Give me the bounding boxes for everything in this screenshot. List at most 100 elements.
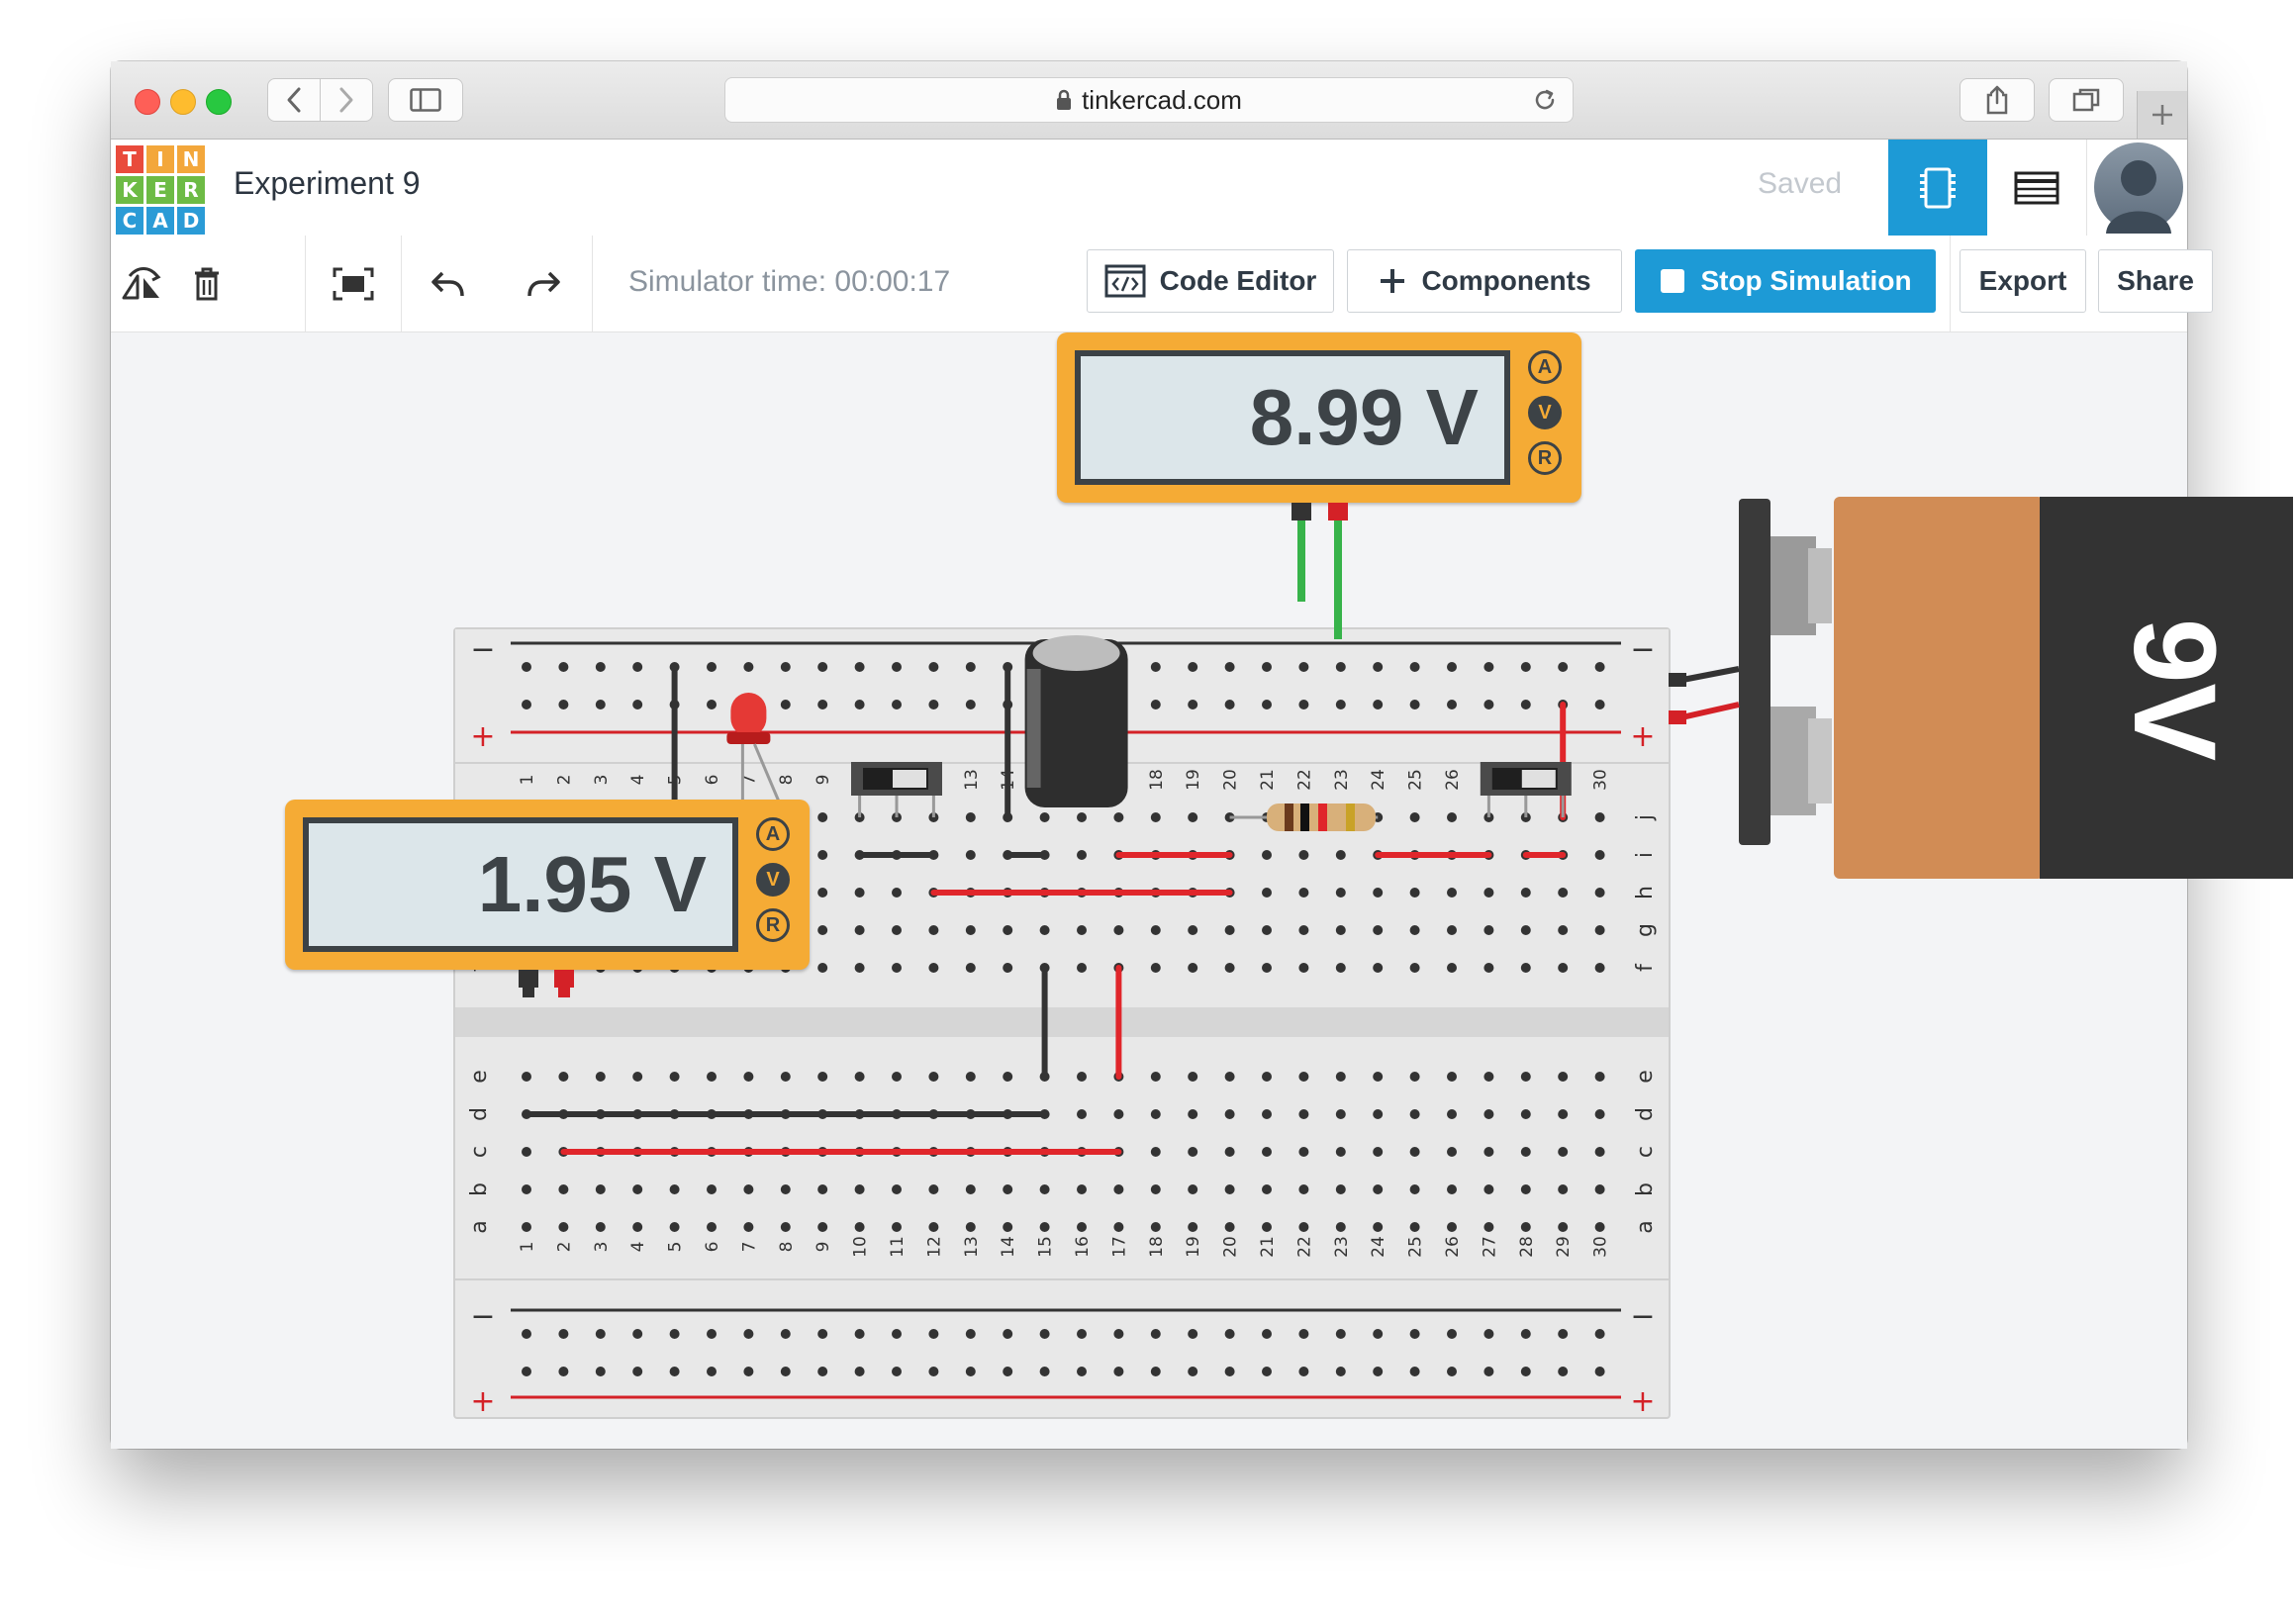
breadboard-hole[interactable] bbox=[854, 1222, 865, 1232]
breadboard-hole[interactable] bbox=[1594, 1222, 1605, 1232]
code-editor-button[interactable]: Code Editor bbox=[1087, 249, 1334, 313]
breadboard-hole[interactable] bbox=[1409, 812, 1420, 822]
breadboard-hole[interactable] bbox=[1594, 850, 1605, 860]
breadboard-hole[interactable] bbox=[1298, 925, 1309, 935]
rail-hole[interactable] bbox=[1335, 1367, 1346, 1376]
rail-hole[interactable] bbox=[965, 1329, 976, 1339]
breadboard-hole[interactable] bbox=[1224, 1222, 1235, 1232]
breadboard-hole[interactable] bbox=[1077, 1222, 1087, 1232]
breadboard-hole[interactable] bbox=[669, 1184, 680, 1194]
breadboard-hole[interactable] bbox=[1039, 925, 1050, 935]
rail-hole[interactable] bbox=[669, 1329, 680, 1339]
breadboard-hole[interactable] bbox=[1113, 1184, 1124, 1194]
breadboard-hole[interactable] bbox=[892, 1184, 902, 1194]
rail-hole[interactable] bbox=[1447, 662, 1457, 672]
rail-hole[interactable] bbox=[1594, 1367, 1605, 1376]
breadboard-hole[interactable] bbox=[1335, 1109, 1346, 1119]
rail-hole[interactable] bbox=[780, 1367, 791, 1376]
breadboard-hole[interactable] bbox=[522, 1147, 531, 1157]
rail-hole[interactable] bbox=[1558, 662, 1569, 672]
tabs-overview-button[interactable] bbox=[2049, 78, 2124, 122]
breadboard-hole[interactable] bbox=[1150, 925, 1161, 935]
rail-hole[interactable] bbox=[558, 700, 569, 709]
breadboard-hole[interactable] bbox=[1409, 888, 1420, 898]
breadboard-hole[interactable] bbox=[522, 1184, 531, 1194]
project-title[interactable]: Experiment 9 bbox=[234, 165, 421, 201]
breadboard[interactable]: −+−+−+−+11223344556677889910101111121213… bbox=[453, 627, 1671, 1419]
breadboard-hole[interactable] bbox=[817, 1072, 828, 1082]
rail-hole[interactable] bbox=[965, 662, 976, 672]
rail-hole[interactable] bbox=[669, 1367, 680, 1376]
breadboard-hole[interactable] bbox=[595, 1222, 606, 1232]
breadboard-hole[interactable] bbox=[1373, 1184, 1384, 1194]
breadboard-hole[interactable] bbox=[1003, 963, 1013, 973]
breadboard-hole[interactable] bbox=[928, 1072, 939, 1082]
breadboard-hole[interactable] bbox=[1520, 963, 1531, 973]
rail-hole[interactable] bbox=[1224, 1367, 1235, 1376]
rail-hole[interactable] bbox=[1335, 700, 1346, 709]
breadboard-hole[interactable] bbox=[1262, 1072, 1272, 1082]
breadboard-hole[interactable] bbox=[1483, 1109, 1494, 1119]
breadboard-hole[interactable] bbox=[595, 1184, 606, 1194]
breadboard-hole[interactable] bbox=[522, 1222, 531, 1232]
breadboard-hole[interactable] bbox=[1520, 1109, 1531, 1119]
share-button[interactable]: Share bbox=[2098, 249, 2213, 313]
breadboard-hole[interactable] bbox=[1077, 850, 1087, 860]
breadboard-hole[interactable] bbox=[1520, 1222, 1531, 1232]
breadboard-hole[interactable] bbox=[1298, 1184, 1309, 1194]
rail-hole[interactable] bbox=[522, 700, 531, 709]
breadboard-hole[interactable] bbox=[1409, 1184, 1420, 1194]
breadboard-hole[interactable] bbox=[1262, 1184, 1272, 1194]
breadboard-hole[interactable] bbox=[1298, 963, 1309, 973]
breadboard-hole[interactable] bbox=[1335, 925, 1346, 935]
breadboard-hole[interactable] bbox=[1224, 1072, 1235, 1082]
forward-button[interactable] bbox=[320, 78, 373, 122]
rail-hole[interactable] bbox=[743, 1367, 754, 1376]
breadboard-hole[interactable] bbox=[965, 925, 976, 935]
rail-hole[interactable] bbox=[1150, 662, 1161, 672]
breadboard-hole[interactable] bbox=[1373, 888, 1384, 898]
breadboard-hole[interactable] bbox=[1077, 925, 1087, 935]
breadboard-hole[interactable] bbox=[1520, 888, 1531, 898]
rail-hole[interactable] bbox=[1483, 700, 1494, 709]
rail-hole[interactable] bbox=[892, 662, 902, 672]
breadboard-hole[interactable] bbox=[1262, 925, 1272, 935]
breadboard-hole[interactable] bbox=[780, 1072, 791, 1082]
rail-hole[interactable] bbox=[1150, 1329, 1161, 1339]
breadboard-hole[interactable] bbox=[854, 888, 865, 898]
rail-hole[interactable] bbox=[1409, 1329, 1420, 1339]
breadboard-hole[interactable] bbox=[892, 1072, 902, 1082]
rail-hole[interactable] bbox=[1150, 700, 1161, 709]
breadboard-hole[interactable] bbox=[1298, 850, 1309, 860]
breadboard-hole[interactable] bbox=[817, 812, 828, 822]
breadboard-hole[interactable] bbox=[522, 1072, 531, 1082]
breadboard-hole[interactable] bbox=[1373, 1072, 1384, 1082]
breadboard-hole[interactable] bbox=[817, 963, 828, 973]
rail-hole[interactable] bbox=[558, 1329, 569, 1339]
rail-hole[interactable] bbox=[1447, 700, 1457, 709]
breadboard-hole[interactable] bbox=[928, 1222, 939, 1232]
breadboard-hole[interactable] bbox=[1335, 1222, 1346, 1232]
rail-hole[interactable] bbox=[632, 700, 643, 709]
breadboard-hole[interactable] bbox=[1447, 925, 1457, 935]
rail-hole[interactable] bbox=[1298, 1329, 1309, 1339]
rail-hole[interactable] bbox=[928, 700, 939, 709]
address-bar[interactable]: tinkercad.com bbox=[724, 77, 1574, 123]
breadboard-hole[interactable] bbox=[1483, 888, 1494, 898]
breadboard-hole[interactable] bbox=[1483, 1222, 1494, 1232]
breadboard-hole[interactable] bbox=[1558, 888, 1569, 898]
rail-hole[interactable] bbox=[1298, 700, 1309, 709]
breadboard-hole[interactable] bbox=[1262, 1109, 1272, 1119]
breadboard-hole[interactable] bbox=[1113, 925, 1124, 935]
breadboard-hole[interactable] bbox=[892, 1222, 902, 1232]
rail-hole[interactable] bbox=[928, 662, 939, 672]
rail-hole[interactable] bbox=[1113, 1329, 1124, 1339]
breadboard-hole[interactable] bbox=[1188, 1147, 1198, 1157]
rail-hole[interactable] bbox=[854, 1367, 865, 1376]
circuit-view-button[interactable] bbox=[1888, 140, 1987, 236]
battery-lead-red[interactable] bbox=[1669, 702, 1740, 724]
breadboard-hole[interactable] bbox=[1262, 1147, 1272, 1157]
breadboard-hole[interactable] bbox=[1077, 1184, 1087, 1194]
new-tab-button[interactable] bbox=[2137, 91, 2187, 139]
multimeter-left[interactable]: 1.95 V A V R bbox=[285, 800, 810, 970]
